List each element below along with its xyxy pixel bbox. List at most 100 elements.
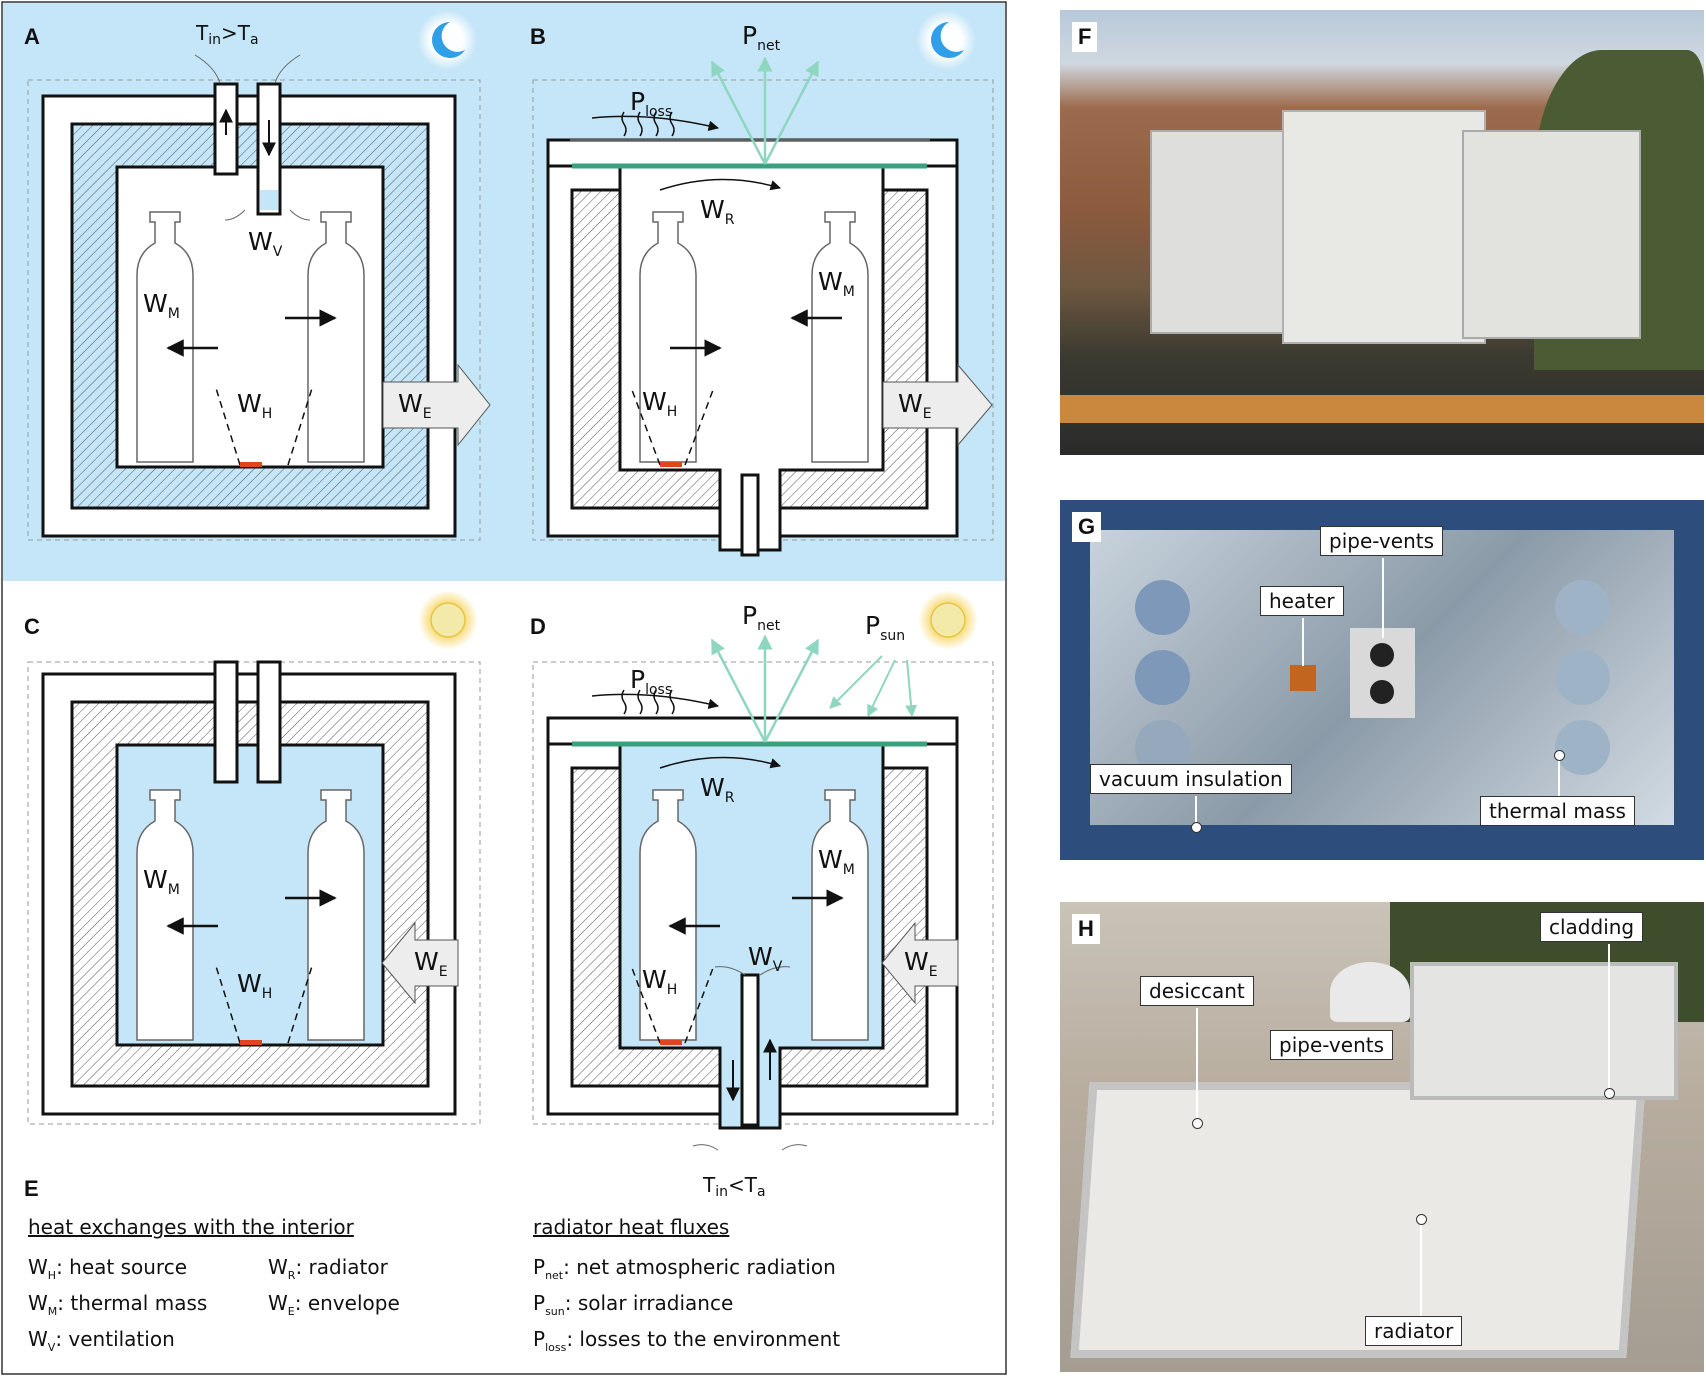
panel-letter-e: E — [24, 1176, 39, 1201]
wh-label: WH — [642, 387, 677, 420]
photo-h: H cladding desiccant pipe-vents radiator — [1060, 902, 1704, 1372]
panel-letter-d: D — [530, 614, 546, 639]
wv-label: WV — [748, 942, 783, 975]
legend-wv: WV: ventilation — [28, 1327, 175, 1354]
legend-psun: Psun: solar irradiance — [533, 1291, 733, 1318]
bottle-cap-6 — [1555, 720, 1610, 775]
envelope-arrow-out — [382, 363, 491, 447]
panel-letter-a: A — [24, 24, 40, 49]
air-plume-inner — [714, 966, 791, 976]
wm-label: WM — [143, 289, 180, 322]
wm-label: WM — [818, 845, 855, 878]
cover — [546, 138, 959, 168]
bottle-cap-1 — [1135, 580, 1190, 635]
heater — [660, 462, 682, 467]
dot-thermal-mass — [1554, 750, 1565, 761]
panel-b: B Pnet Ploss WR WM WH WE — [530, 10, 994, 557]
pointer-cladding — [1608, 944, 1610, 1092]
heat-waves — [621, 689, 675, 715]
bottle-cap-2 — [1135, 650, 1190, 705]
ray-3 — [763, 60, 820, 165]
wh-label: WH — [237, 969, 272, 1002]
heat-waves — [621, 111, 675, 137]
moon-glow — [916, 10, 976, 70]
t-in-gt-t-a-label: Tin>Ta — [195, 21, 259, 48]
heater-cone — [214, 384, 314, 466]
panel-b-boundary — [532, 79, 994, 541]
vent-hole-1 — [1370, 643, 1394, 667]
legend-we: WE: envelope — [268, 1291, 400, 1318]
callout-pipe-vents: pipe-vents — [1270, 1030, 1394, 1060]
bottle-left — [639, 789, 697, 1041]
callout-pipe-vents: pipe-vents — [1320, 526, 1444, 556]
panel-letter-f: F — [1072, 22, 1098, 52]
bottle-cap-5 — [1555, 650, 1610, 705]
panel-letter-h: H — [1072, 914, 1100, 944]
legend-wh: WH: heat source — [28, 1255, 187, 1282]
pointer-vacuum-insulation — [1195, 796, 1197, 826]
wv-label: WV — [248, 227, 283, 260]
pointer-heater — [1302, 618, 1304, 666]
dot-cladding — [1604, 1088, 1615, 1099]
envelope-arrow-out — [882, 363, 993, 447]
wh-label: WH — [237, 389, 272, 422]
psun-label: Psun — [865, 611, 905, 644]
enclosure-right — [1462, 130, 1641, 339]
panel-letter-c: C — [24, 614, 40, 639]
legend-ploss: Ploss: losses to the environment — [533, 1327, 840, 1354]
legend-heading-right: radiator heat fluxes — [533, 1215, 729, 1239]
panel-e-legend: E heat exchanges with the interior radia… — [24, 1176, 840, 1354]
callout-heater: heater — [1260, 586, 1344, 616]
vent-hole-2 — [1370, 680, 1394, 704]
we-label: WE — [898, 389, 932, 422]
enclosure-middle — [1282, 110, 1486, 344]
wr-label: WR — [700, 773, 735, 806]
pointer-radiator — [1420, 1220, 1422, 1316]
bottle-right — [811, 211, 869, 463]
bottle-left — [639, 211, 697, 463]
wr-arrow — [659, 178, 782, 191]
pnet-label: Pnet — [742, 601, 781, 634]
dot-radiator — [1416, 1214, 1427, 1225]
air-plume-inner — [224, 209, 311, 221]
ploss-arrow — [591, 693, 720, 709]
heater — [240, 462, 262, 467]
bottle-right — [307, 789, 365, 1041]
ploss-label: Ploss — [630, 665, 672, 698]
bottle-left — [136, 211, 194, 463]
heater — [240, 1040, 262, 1045]
moon-glow — [417, 10, 477, 70]
sun-icon — [430, 602, 466, 638]
pointer-desiccant — [1196, 1008, 1198, 1122]
sun-ray-1 — [829, 655, 883, 709]
bottle-right — [811, 789, 869, 1041]
callout-desiccant: desiccant — [1140, 976, 1254, 1006]
pointer-pipe-vents — [1382, 558, 1384, 638]
bottle-right — [307, 211, 365, 463]
panel-a: A Tin>Ta WV WM WH WE — [24, 10, 491, 541]
panel-c: C WM WH WE — [24, 590, 481, 1125]
dot-desiccant — [1192, 1118, 1203, 1129]
photo-f: F — [1060, 10, 1704, 455]
ploss-arrow — [591, 115, 720, 131]
vent-pipe-inner — [740, 973, 760, 1127]
panel-letter-g: G — [1072, 512, 1102, 542]
callout-cladding: cladding — [1540, 912, 1644, 942]
legend-wr: WR: radiator — [268, 1255, 389, 1282]
bottle-cap-4 — [1555, 580, 1610, 635]
cladding-panel — [1410, 962, 1678, 1100]
vent-pipe — [740, 473, 760, 557]
we-label: WE — [414, 947, 448, 980]
cover — [546, 716, 959, 746]
legend-heading-left: heat exchanges with the interior — [28, 1215, 355, 1239]
heater-cone — [631, 967, 714, 1044]
air-plume-bottom — [692, 1144, 808, 1151]
sun-icon — [930, 602, 966, 638]
moon-icon — [931, 22, 964, 58]
panel-c-boundary — [27, 661, 481, 1125]
wr-label: WR — [700, 195, 735, 228]
t-in-lt-t-a-label: Tin<Ta — [702, 1173, 766, 1200]
callout-radiator: radiator — [1365, 1316, 1463, 1346]
ray-1 — [710, 60, 767, 165]
moon-icon — [432, 22, 465, 58]
